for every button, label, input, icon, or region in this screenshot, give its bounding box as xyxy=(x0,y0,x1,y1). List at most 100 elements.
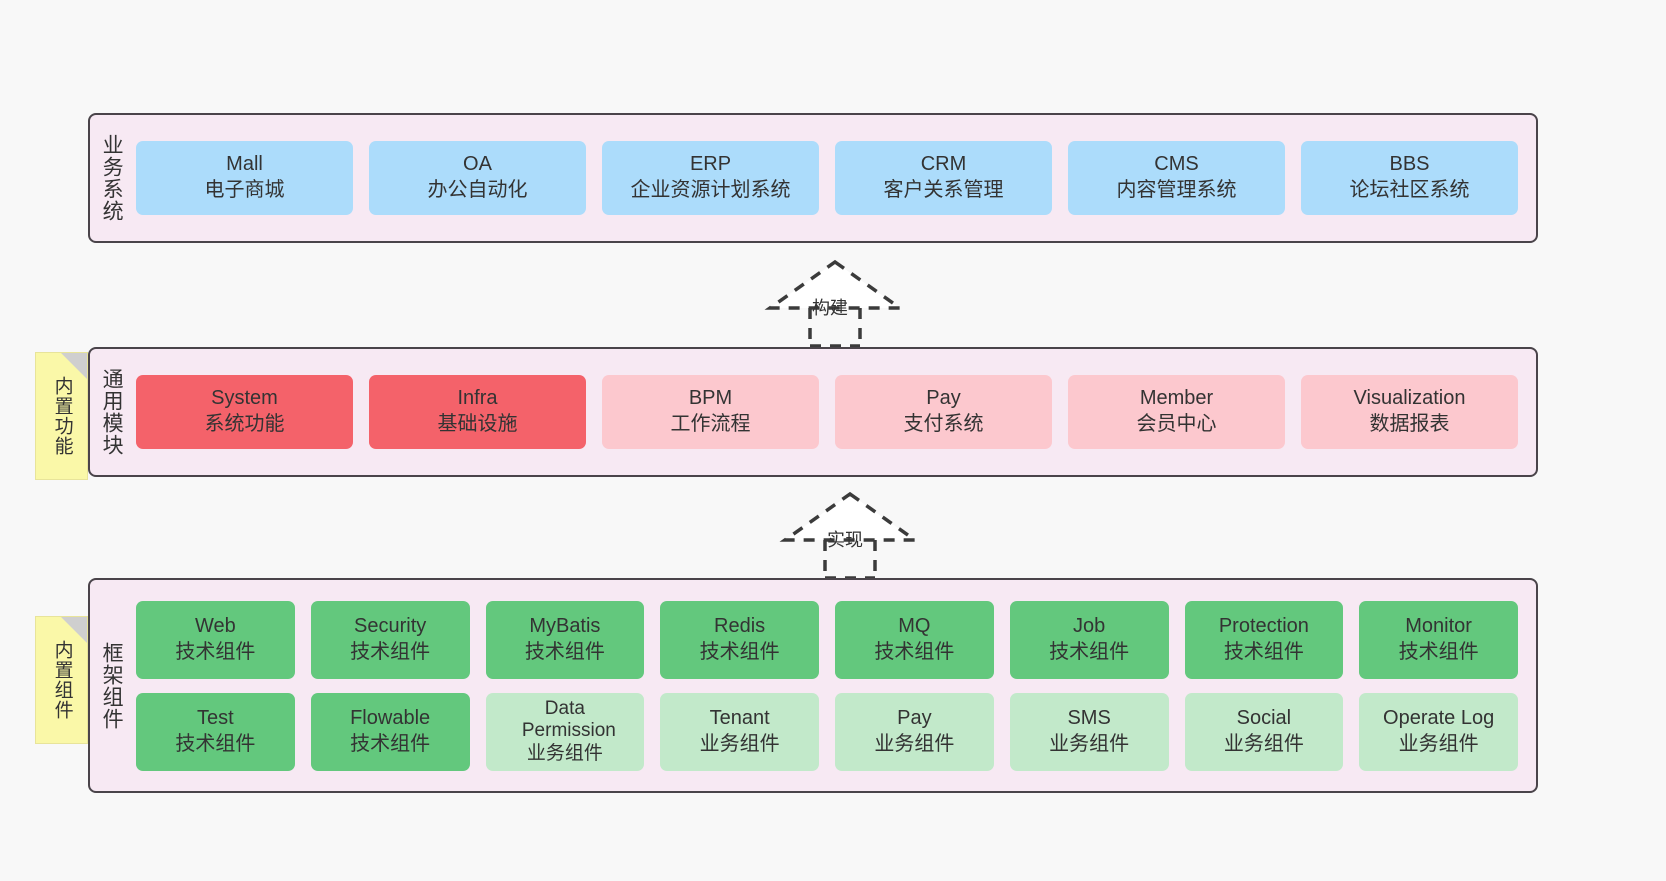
card-crm[interactable]: CRM 客户关系管理 xyxy=(835,141,1052,215)
card-name: Redis xyxy=(714,614,766,637)
card-name: Visualization xyxy=(1353,387,1466,410)
layer-body-framework-components: Web 技术组件 Security 技术组件 MyBatis 技术组件 Redi… xyxy=(132,580,1536,791)
card-desc: 业务组件 xyxy=(699,732,780,755)
card-job[interactable]: Job 技术组件 xyxy=(1009,600,1169,679)
card-desc: 技术组件 xyxy=(350,640,431,663)
note-fold-corner-icon xyxy=(61,617,87,643)
card-desc: 电子商城 xyxy=(204,179,285,201)
card-desc: 企业资源计划系统 xyxy=(630,179,791,201)
card-web[interactable]: Web 技术组件 xyxy=(136,600,295,679)
card-name: CMS xyxy=(1154,153,1199,176)
card-name: CRM xyxy=(920,153,967,176)
note-builtin-components: 内置组件 xyxy=(35,616,88,744)
card-desc: 办公自动化 xyxy=(427,179,528,201)
layer-title-common-modules: 通用模块 xyxy=(100,368,124,456)
card-name: Pay xyxy=(926,387,961,410)
layer-body-common-modules: System 系统功能 Infra 基础设施 BPM 工作流程 Pay 支付系统… xyxy=(132,349,1536,475)
card-monitor[interactable]: Monitor 技术组件 xyxy=(1359,600,1518,679)
card-operate-log[interactable]: Operate Log 业务组件 xyxy=(1359,692,1518,771)
card-pay-business[interactable]: Pay 业务组件 xyxy=(835,692,994,771)
card-name: Flowable xyxy=(350,706,431,729)
connector-build-label: 构建 xyxy=(812,298,848,318)
card-flowable[interactable]: Flowable 技术组件 xyxy=(310,692,470,771)
layer-common-modules: 通用模块 System 系统功能 Infra 基础设施 BPM 工作流程 Pay… xyxy=(88,347,1538,477)
card-name: Operate Log xyxy=(1383,706,1495,729)
connector-build-arrow xyxy=(764,259,906,348)
card-desc: 会员中心 xyxy=(1136,413,1217,435)
note-label: 内置功能 xyxy=(51,376,73,456)
card-name: Infra xyxy=(457,387,498,410)
card-name: Monitor xyxy=(1405,614,1472,637)
card-desc: 数据报表 xyxy=(1369,413,1450,435)
card-visualization[interactable]: Visualization 数据报表 xyxy=(1301,375,1518,449)
card-erp[interactable]: ERP 企业资源计划系统 xyxy=(602,141,819,215)
connector-implement: 实现 xyxy=(765,488,935,580)
card-infra[interactable]: Infra 基础设施 xyxy=(369,375,586,449)
card-social[interactable]: Social 业务组件 xyxy=(1184,692,1344,771)
card-name: Test xyxy=(197,706,234,729)
card-data-permission[interactable]: Data Permission 业务组件 xyxy=(485,692,645,771)
card-desc: 支付系统 xyxy=(903,413,984,435)
layer-title-framework-components: 框架组件 xyxy=(100,641,124,730)
card-name: MQ xyxy=(898,614,931,637)
card-row-technical: Web 技术组件 Security 技术组件 MyBatis 技术组件 Redi… xyxy=(136,600,1518,679)
layer-framework-components: 框架组件 Web 技术组件 Security 技术组件 MyBatis 技术组件… xyxy=(88,578,1538,793)
card-security[interactable]: Security 技术组件 xyxy=(310,600,470,679)
card-desc: 业务组件 xyxy=(1398,732,1479,755)
card-mall[interactable]: Mall 电子商城 xyxy=(136,141,353,215)
card-name: ERP xyxy=(689,153,732,176)
layer-business-systems: 业务系统 Mall 电子商城 OA 办公自动化 ERP 企业资源计划系统 CRM… xyxy=(88,113,1538,243)
card-redis[interactable]: Redis 技术组件 xyxy=(660,600,819,679)
card-name: Data Permission xyxy=(521,697,616,742)
connector-implement-arrow xyxy=(779,491,921,580)
card-bbs[interactable]: BBS 论坛社区系统 xyxy=(1301,141,1518,215)
card-member[interactable]: Member 会员中心 xyxy=(1068,375,1285,449)
card-desc: 工作流程 xyxy=(670,413,751,435)
card-name: MyBatis xyxy=(529,614,601,637)
card-desc: 客户关系管理 xyxy=(883,179,1004,201)
card-name: Web xyxy=(194,614,236,637)
card-row-business: Test 技术组件 Flowable 技术组件 Data Permission … xyxy=(136,692,1518,771)
card-mybatis[interactable]: MyBatis 技术组件 xyxy=(485,600,645,679)
card-protection[interactable]: Protection 技术组件 xyxy=(1184,600,1344,679)
layer-title-business-systems: 业务系统 xyxy=(100,134,124,222)
card-mq[interactable]: MQ 技术组件 xyxy=(835,600,994,679)
card-row: Mall 电子商城 OA 办公自动化 ERP 企业资源计划系统 CRM 客户关系… xyxy=(136,141,1518,215)
card-desc: 技术组件 xyxy=(874,640,955,663)
card-name: System xyxy=(211,387,278,410)
layer-body-business-systems: Mall 电子商城 OA 办公自动化 ERP 企业资源计划系统 CRM 客户关系… xyxy=(132,115,1536,241)
card-pay[interactable]: Pay 支付系统 xyxy=(835,375,1052,449)
card-desc: 基础设施 xyxy=(437,413,518,435)
card-name: Security xyxy=(354,614,427,637)
card-name: Job xyxy=(1073,614,1106,637)
card-cms[interactable]: CMS 内容管理系统 xyxy=(1068,141,1285,215)
card-desc: 技术组件 xyxy=(350,732,431,755)
card-sms[interactable]: SMS 业务组件 xyxy=(1009,692,1169,771)
card-name: BBS xyxy=(1389,153,1430,176)
card-name: Protection xyxy=(1218,614,1309,637)
card-name: Pay xyxy=(897,706,932,729)
card-name: Mall xyxy=(226,153,263,176)
card-desc: 技术组件 xyxy=(1398,640,1479,663)
note-label: 内置组件 xyxy=(51,640,73,720)
card-oa[interactable]: OA 办公自动化 xyxy=(369,141,586,215)
card-desc: 论坛社区系统 xyxy=(1349,179,1470,201)
card-bpm[interactable]: BPM 工作流程 xyxy=(602,375,819,449)
card-desc: 技术组件 xyxy=(699,640,780,663)
card-desc: 业务组件 xyxy=(874,732,955,755)
card-name: Social xyxy=(1236,706,1292,729)
note-builtin-features: 内置功能 xyxy=(35,352,88,480)
card-desc: 技术组件 xyxy=(175,732,256,755)
card-desc: 业务组件 xyxy=(526,742,603,764)
card-name: OA xyxy=(463,153,492,176)
card-name: SMS xyxy=(1067,706,1111,729)
card-system[interactable]: System 系统功能 xyxy=(136,375,353,449)
card-test[interactable]: Test 技术组件 xyxy=(136,692,295,771)
note-fold-corner-icon xyxy=(61,353,87,379)
card-tenant[interactable]: Tenant 业务组件 xyxy=(660,692,819,771)
card-name: Tenant xyxy=(709,706,770,729)
card-name: Member xyxy=(1139,387,1214,410)
card-row: System 系统功能 Infra 基础设施 BPM 工作流程 Pay 支付系统… xyxy=(136,375,1518,449)
card-name: BPM xyxy=(688,387,733,410)
